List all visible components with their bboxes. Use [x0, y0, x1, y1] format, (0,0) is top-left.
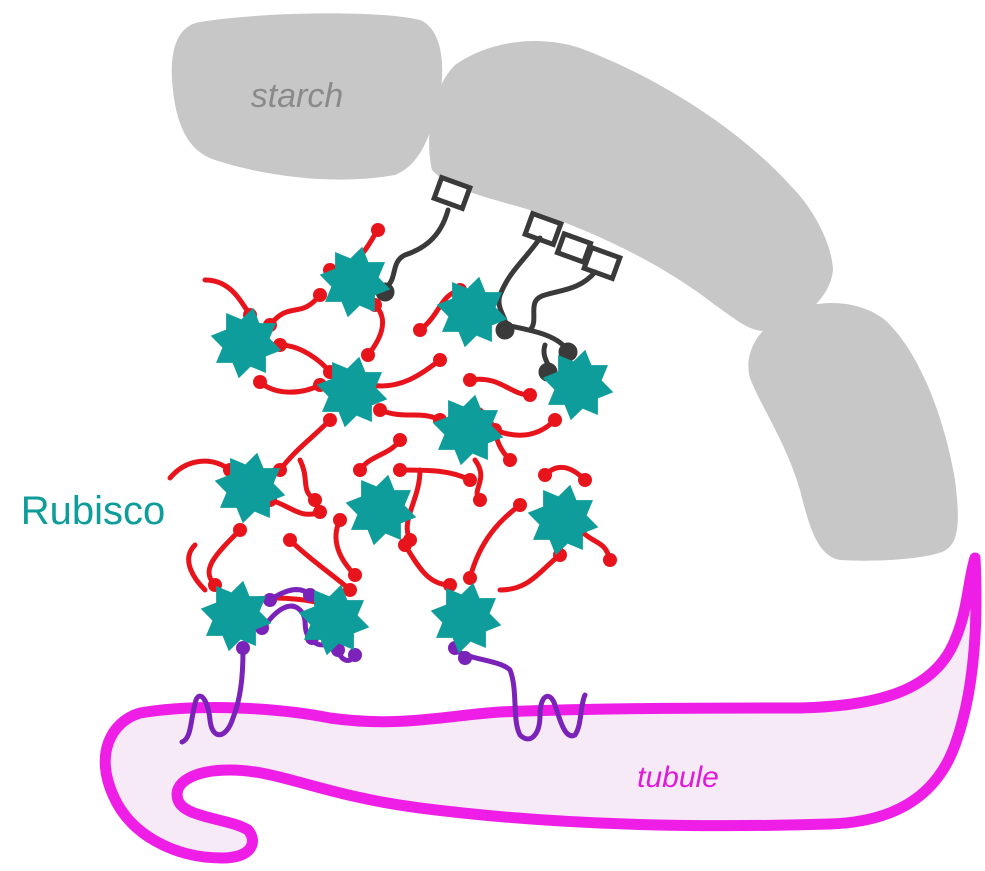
- starch-binding-domain: [557, 234, 590, 262]
- starch-plate-right: [748, 303, 957, 561]
- rubisco-complex: [215, 453, 286, 524]
- rubisco-label: Rubisco: [21, 489, 166, 533]
- starch-label: starch: [251, 77, 344, 115]
- starch-plate-large: [429, 41, 833, 331]
- rubisco-complexes: [201, 247, 614, 656]
- starch-sheath: starch: [172, 13, 958, 560]
- rubisco-complex: [543, 350, 614, 421]
- tubule-label: tubule: [637, 761, 719, 794]
- rubisco-complex: [528, 485, 599, 556]
- rubisco-complex: [431, 583, 502, 654]
- rubisco-complex: [437, 277, 508, 348]
- rubisco-complex: [433, 395, 504, 466]
- rubisco-complex: [201, 581, 272, 652]
